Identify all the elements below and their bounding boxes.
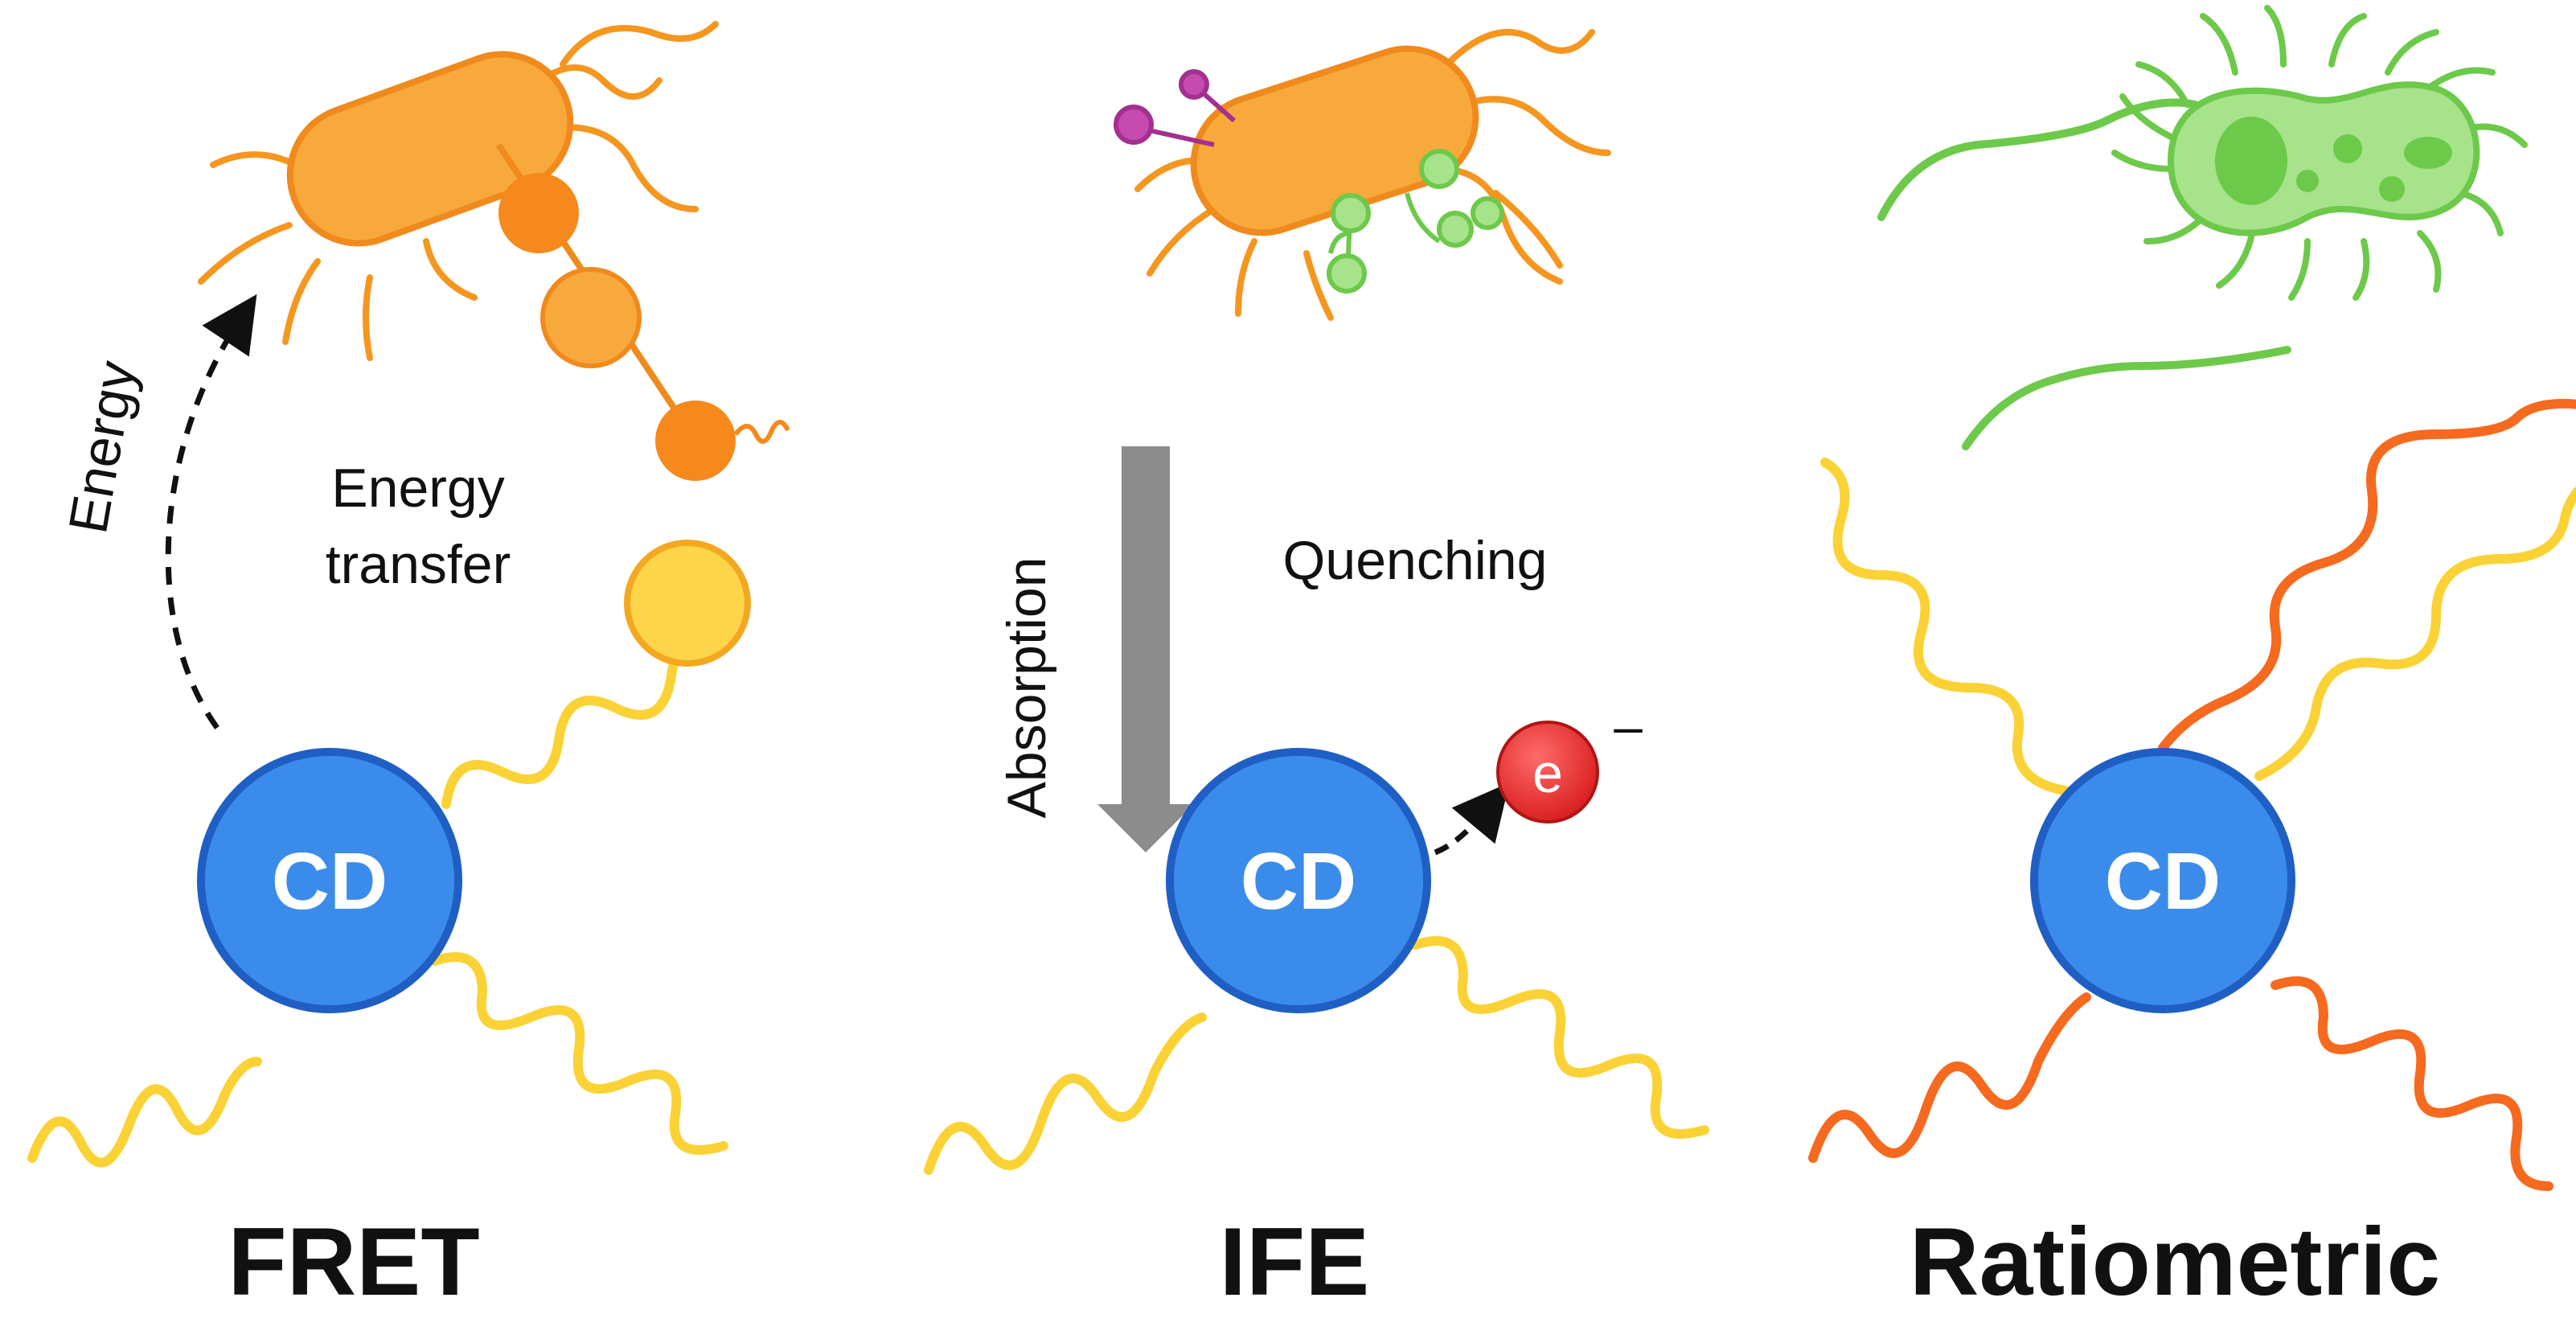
- ligand-wave-right-bottom: [429, 952, 728, 1155]
- cd-label-ratiometric: CD: [2105, 836, 2221, 926]
- panel-fret: CD Energy Energy transfer FRET: [27, 21, 790, 1316]
- cd-particle-fret: [197, 748, 462, 1013]
- bacterium-orange-fret: [198, 21, 790, 481]
- mechanism-label-line2: transfer: [326, 534, 511, 595]
- cd-label-fret: CD: [272, 836, 388, 926]
- panel-ratiometric: CD Ratiometric: [1808, 5, 2576, 1316]
- quenching-label: Quenching: [1283, 530, 1548, 591]
- ligand-wave-left: [27, 1057, 262, 1168]
- bacterium-orange-ife: [1114, 29, 1611, 321]
- energy-arrow: [165, 294, 257, 730]
- ligand-wave-right-ife: [1410, 936, 1709, 1139]
- panel-title-ratiometric: Ratiometric: [1909, 1208, 2440, 1316]
- electron-charge: –: [1614, 697, 1643, 755]
- ligand-wave-left-ife: [924, 1012, 1207, 1175]
- ligand-wave-yellow-left: [1820, 458, 2079, 797]
- ligand-wave-orange-left: [1808, 992, 2091, 1163]
- cd-particle-ife: [1166, 748, 1431, 1013]
- ligand-wave-orange-top: [2158, 399, 2576, 753]
- bacterium-green: [1877, 5, 2528, 450]
- mechanism-label-line1: Energy: [331, 458, 504, 519]
- ligand-wave-yellow-right: [2254, 486, 2576, 781]
- electron-icon: [1496, 721, 1599, 823]
- cd-particle-ratiometric: [2030, 748, 2295, 1013]
- ligand-wave-orange-right: [2270, 976, 2553, 1191]
- electron-transfer-arrow: [1434, 782, 1510, 856]
- energy-arrow-label: Energy: [57, 356, 147, 537]
- absorption-label: Absorption: [996, 557, 1057, 818]
- panel-ife: Absorption Quenching CD e – IFE: [924, 29, 1709, 1316]
- cd-label-ife: CD: [1241, 836, 1356, 926]
- panel-title-fret: FRET: [228, 1208, 479, 1316]
- electron-label: e: [1532, 743, 1563, 804]
- panel-title-ife: IFE: [1220, 1208, 1370, 1316]
- absorption-arrow: [1097, 446, 1194, 852]
- acceptor-dye-bead: [624, 540, 751, 667]
